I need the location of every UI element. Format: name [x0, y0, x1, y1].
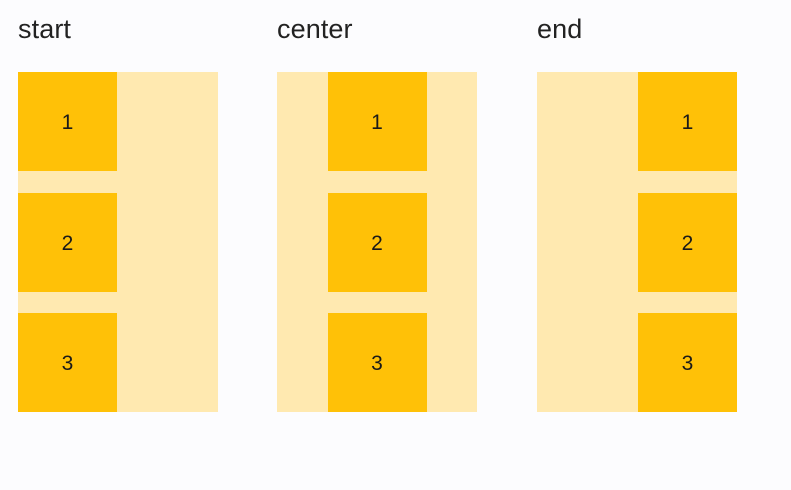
flex-item: 3 — [638, 313, 737, 412]
column-label-end: end — [537, 14, 583, 44]
flex-item: 2 — [638, 192, 737, 292]
flex-item-label: 3 — [371, 352, 383, 375]
flex-item-label: 2 — [681, 231, 694, 255]
column-label-start: start — [18, 14, 72, 44]
flex-item: 3 — [18, 313, 117, 412]
flex-item-label: 3 — [61, 352, 74, 375]
flex-item-label: 1 — [681, 111, 694, 134]
flex-item: 1 — [638, 72, 737, 171]
flex-container-end: 1 2 3 — [537, 72, 737, 412]
flex-item-label: 2 — [61, 231, 74, 255]
flex-item: 1 — [327, 72, 427, 171]
flex-item: 1 — [18, 72, 117, 171]
flex-item-label: 1 — [371, 111, 383, 134]
flex-item-label: 1 — [61, 111, 74, 134]
flex-item: 2 — [327, 192, 427, 292]
flex-item-label: 3 — [681, 352, 694, 375]
flex-container-start: 1 2 3 — [18, 72, 218, 412]
column-label-center: center — [277, 14, 353, 44]
flex-item-label: 2 — [371, 231, 383, 255]
flex-item: 3 — [327, 313, 427, 412]
flex-container-center: 1 2 3 — [277, 72, 477, 412]
flex-item: 2 — [18, 192, 117, 292]
